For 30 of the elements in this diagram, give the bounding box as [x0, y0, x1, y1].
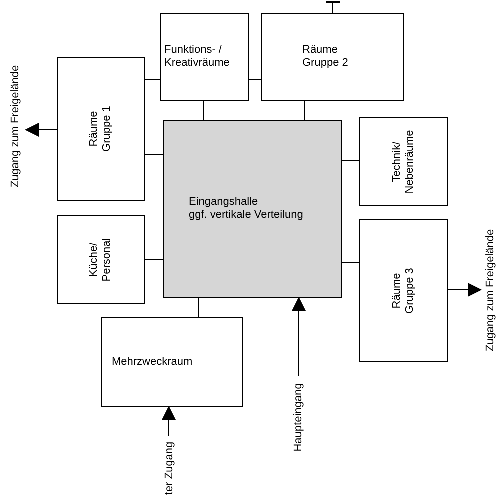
connector-line [144, 154, 164, 156]
room-label: ggf. vertikale Verteilung [189, 209, 304, 222]
room-box [261, 13, 404, 101]
room-box [160, 13, 249, 101]
room-label: Funktions- / Kreativräume [164, 44, 231, 70]
room-label: Mehrzweckraum [112, 356, 194, 368]
room-box [359, 219, 448, 362]
connector-line [342, 160, 360, 162]
room-label: Räume Gruppe 3 [390, 266, 416, 316]
access-label: Haupteingang [292, 382, 306, 454]
room-label: Technik/ Nebenräume [390, 128, 416, 196]
connector-line [198, 298, 200, 318]
access-label: Zugang zum Freigelände [484, 228, 498, 354]
room-label: Küche/ Personal [88, 236, 114, 284]
room-label: Räume Gruppe 2 [302, 44, 350, 70]
hall-box [163, 120, 342, 298]
room-box [359, 117, 448, 206]
room-box [101, 317, 243, 407]
arrow [292, 297, 306, 376]
room-label: Räume Gruppe 1 [88, 105, 114, 154]
arrow [448, 283, 482, 297]
room-label: Eingangshalle [189, 196, 260, 209]
room-box [57, 215, 145, 304]
access-label: Zugang zum Freigelände [10, 64, 22, 190]
connector-line [342, 262, 360, 264]
arrow [162, 406, 176, 436]
access-label: ter Zugang [164, 440, 176, 497]
room-box [57, 57, 145, 201]
arrow [25, 123, 58, 137]
connector-line [304, 100, 306, 120]
